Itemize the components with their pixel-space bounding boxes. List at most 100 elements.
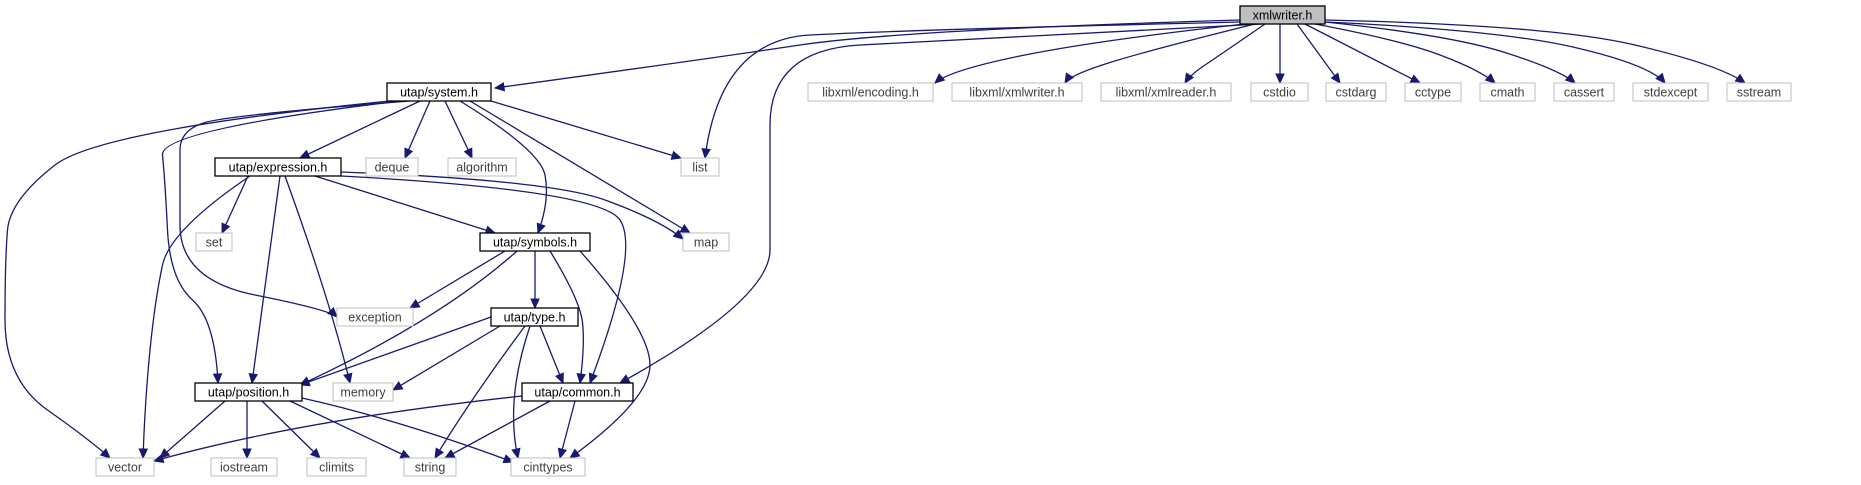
node-climits: climits bbox=[306, 457, 367, 477]
node-cinttypes: cinttypes bbox=[510, 457, 586, 477]
node-label: cinttypes bbox=[523, 461, 572, 475]
edge-utap_symbols_h-to-cinttypes bbox=[569, 250, 651, 459]
node-label: utap/position.h bbox=[208, 386, 289, 400]
edge-utap_type_h-to-memory bbox=[391, 325, 501, 391]
node-cctype: cctype bbox=[1404, 82, 1462, 102]
node-cassert: cassert bbox=[1553, 82, 1615, 102]
edge-utap_system_h-to-exception bbox=[179, 100, 411, 318]
edge-utap_symbols_h-to-utap_type_h bbox=[530, 251, 540, 310]
edge-utap_position_h-to-cinttypes bbox=[301, 397, 515, 464]
node-utap-expression-h[interactable]: utap/expression.h bbox=[214, 157, 342, 177]
node-utap-position-h[interactable]: utap/position.h bbox=[194, 382, 303, 402]
edge-utap_symbols_h-to-utap_common_h bbox=[549, 250, 586, 385]
node-cstdio: cstdio bbox=[1250, 82, 1309, 102]
node-cmath: cmath bbox=[1479, 82, 1536, 102]
edge-utap_system_h-to-algorithm bbox=[444, 100, 473, 160]
edge-utap_system_h-to-utap_symbols_h bbox=[459, 100, 548, 235]
node-label: cctype bbox=[1415, 86, 1451, 100]
edge-utap_position_h-to-iostream bbox=[242, 401, 252, 460]
node-label: deque bbox=[375, 161, 410, 175]
edges-layer bbox=[4, 19, 1746, 464]
node-libxml-encoding-h: libxml/encoding.h bbox=[807, 82, 934, 102]
edge-xmlwriter_h-to-cmath bbox=[1314, 23, 1496, 84]
node-string: string bbox=[403, 457, 457, 477]
nodes-layer: xmlwriter.h utap/system.h libxml/encoding.… bbox=[95, 5, 1792, 477]
edge-xmlwriter_h-to-libxml_encoding_h bbox=[934, 23, 1246, 84]
node-set: set bbox=[195, 232, 233, 252]
node-sstream: sstream bbox=[1726, 82, 1792, 102]
edge-utap_system_h-to-utap_position_h bbox=[161, 100, 401, 385]
edge-xmlwriter_h-to-sstream bbox=[1324, 19, 1746, 84]
edge-utap_expression_h-to-utap_position_h bbox=[248, 175, 281, 385]
node-utap-system-h[interactable]: utap/system.h bbox=[386, 82, 492, 102]
node-label: libxml/xmlwriter.h bbox=[969, 86, 1064, 100]
node-label: xmlwriter.h bbox=[1253, 9, 1313, 23]
edge-utap_symbols_h-to-exception bbox=[408, 250, 506, 309]
node-label: iostream bbox=[220, 461, 268, 475]
node-memory: memory bbox=[332, 382, 394, 402]
node-utap-symbols-h[interactable]: utap/symbols.h bbox=[479, 232, 591, 252]
edge-utap_common_h-to-cinttypes bbox=[557, 400, 576, 460]
node-label: utap/expression.h bbox=[229, 161, 328, 175]
edge-utap_expression_h-to-set bbox=[221, 175, 249, 235]
edge-xmlwriter_h-to-list bbox=[701, 21, 1241, 160]
node-label: utap/type.h bbox=[504, 311, 566, 325]
edge-xmlwriter_h-to-cstdarg bbox=[1296, 23, 1341, 84]
node-label: set bbox=[206, 236, 223, 250]
node-vector: vector bbox=[95, 457, 155, 477]
edge-utap_common_h-to-vector bbox=[152, 395, 523, 464]
node-label: algorithm bbox=[456, 161, 507, 175]
node-label: utap/system.h bbox=[400, 86, 478, 100]
edge-xmlwriter_h-to-stdexcept bbox=[1324, 21, 1666, 84]
edge-utap_system_h-to-vector bbox=[4, 100, 391, 459]
node-label: list bbox=[692, 161, 708, 175]
edge-utap_common_h-to-string bbox=[443, 400, 551, 459]
node-label: vector bbox=[108, 461, 142, 475]
node-utap-common-h[interactable]: utap/common.h bbox=[521, 382, 634, 402]
edge-xmlwriter_h-to-cassert bbox=[1324, 21, 1576, 84]
node-label: map bbox=[694, 236, 718, 250]
node-utap-type-h[interactable]: utap/type.h bbox=[490, 307, 579, 327]
node-iostream: iostream bbox=[210, 457, 278, 477]
node-label: stdexcept bbox=[1644, 86, 1698, 100]
node-label: cstdio bbox=[1263, 86, 1296, 100]
node-label: string bbox=[415, 461, 446, 475]
edge-xmlwriter_h-to-cctype bbox=[1304, 23, 1422, 84]
edge-utap_system_h-to-deque bbox=[404, 100, 431, 160]
node-label: sstream bbox=[1737, 86, 1781, 100]
edge-utap_type_h-to-string bbox=[434, 325, 526, 460]
node-label: climits bbox=[319, 461, 354, 475]
node-label: memory bbox=[340, 386, 386, 400]
node-stdexcept: stdexcept bbox=[1632, 82, 1709, 102]
node-map: map bbox=[682, 232, 730, 252]
node-label: cassert bbox=[1564, 86, 1605, 100]
node-label: libxml/xmlreader.h bbox=[1116, 86, 1217, 100]
edge-xmlwriter_h-to-libxml_xmlreader_h bbox=[1184, 23, 1266, 85]
edge-utap_expression_h-to-utap_common_h bbox=[340, 175, 627, 385]
node-label: cstdarg bbox=[1336, 86, 1377, 100]
node-libxml-xmlwriter-h: libxml/xmlwriter.h bbox=[951, 82, 1083, 102]
node-label: cmath bbox=[1490, 86, 1524, 100]
node-label: libxml/encoding.h bbox=[822, 86, 919, 100]
node-libxml-xmlreader-h: libxml/xmlreader.h bbox=[1100, 82, 1232, 102]
edge-utap_expression_h-to-memory bbox=[284, 175, 353, 385]
node-label: utap/symbols.h bbox=[493, 236, 577, 250]
node-deque: deque bbox=[365, 157, 419, 177]
edge-utap_expression_h-to-vector bbox=[138, 175, 251, 460]
edge-utap_type_h-to-utap_position_h bbox=[298, 316, 492, 387]
edge-utap_system_h-to-map bbox=[469, 100, 692, 234]
node-exception: exception bbox=[336, 307, 414, 327]
edge-utap_system_h-to-list bbox=[490, 100, 683, 160]
edge-utap_type_h-to-utap_common_h bbox=[539, 325, 564, 385]
edge-utap_expression_h-to-map bbox=[340, 171, 684, 240]
edge-utap_type_h-to-cinttypes bbox=[511, 325, 531, 460]
node-label: exception bbox=[348, 311, 402, 325]
edge-xmlwriter_h-to-cstdio bbox=[1275, 24, 1285, 85]
node-xmlwriter-h: xmlwriter.h bbox=[1239, 5, 1326, 25]
edge-utap_position_h-to-vector bbox=[159, 400, 226, 459]
node-cstdarg: cstdarg bbox=[1325, 82, 1387, 102]
node-label: utap/common.h bbox=[534, 386, 620, 400]
node-algorithm: algorithm bbox=[447, 157, 517, 177]
edge-xmlwriter_h-to-libxml_xmlwriter_h bbox=[1064, 23, 1256, 85]
